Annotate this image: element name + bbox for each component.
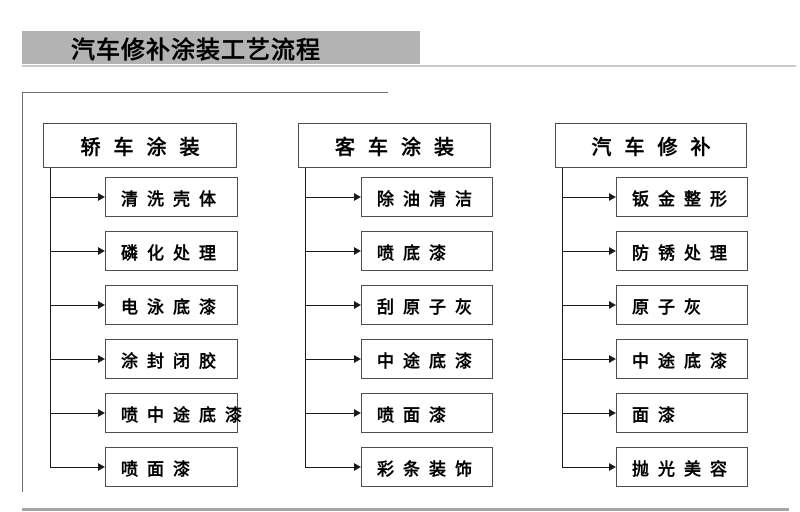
flow-step-box: 磷化处理	[105, 231, 238, 271]
page-title: 汽车修补涂装工艺流程	[71, 36, 321, 64]
arrow-icon	[50, 247, 105, 256]
arrow-icon	[50, 193, 105, 202]
flow-step-box: 喷面漆	[105, 447, 238, 487]
flow-step-box: 涂封闭胶	[105, 339, 238, 379]
flow-step-box: 喷面漆	[361, 393, 493, 433]
flow-step-label: 彩条装饰	[377, 459, 481, 480]
flow-step-label: 钣金整形	[632, 189, 736, 210]
arrow-icon	[562, 193, 616, 202]
flow-step-label: 刮原子灰	[377, 297, 481, 318]
flow-step-box: 彩条装饰	[361, 447, 493, 487]
arrow-icon	[305, 193, 361, 202]
flow-step-box: 中途底漆	[361, 339, 493, 379]
flow-step-box: 抛光美容	[616, 447, 748, 487]
flow-step-box: 原子灰	[616, 285, 748, 325]
arrow-icon	[50, 355, 105, 364]
arrow-icon	[562, 247, 616, 256]
flow-step-label: 中途底漆	[632, 351, 736, 372]
flow-step-box: 清洗壳体	[105, 177, 238, 217]
flow-step-box: 电泳底漆	[105, 285, 238, 325]
column-header-box: 汽车修补	[555, 123, 747, 168]
flow-step-label: 中途底漆	[377, 351, 481, 372]
flow-step-label: 喷底漆	[377, 243, 455, 264]
flow-step-box: 除油清洁	[361, 177, 493, 217]
flow-step-label: 面漆	[632, 405, 684, 426]
flow-step-label: 清洗壳体	[121, 189, 225, 210]
flow-step-box: 刮原子灰	[361, 285, 493, 325]
column-header-box: 客车涂装	[298, 123, 491, 168]
arrow-icon	[50, 409, 105, 418]
arrow-icon	[50, 463, 105, 472]
flow-step-label: 电泳底漆	[121, 297, 225, 318]
trunk-line	[305, 168, 306, 468]
arrow-icon	[562, 463, 616, 472]
arrow-icon	[562, 409, 616, 418]
column-header-label: 汽车修补	[591, 135, 724, 159]
trunk-line	[50, 168, 51, 468]
content-frame-top-border	[22, 92, 388, 93]
flow-step-label: 除油清洁	[377, 189, 481, 210]
flow-step-box: 喷底漆	[361, 231, 493, 271]
flow-step-box: 钣金整形	[616, 177, 748, 217]
bottom-divider	[22, 508, 789, 511]
flow-step-box: 中途底漆	[616, 339, 748, 379]
title-underline	[22, 65, 796, 67]
arrow-icon	[305, 247, 361, 256]
content-frame-left-border	[22, 92, 23, 492]
flow-step-box: 喷中途底漆	[105, 393, 242, 433]
flow-step-box: 面漆	[616, 393, 748, 433]
column-header-label: 客车涂装	[335, 135, 467, 159]
flow-step-label: 防锈处理	[632, 243, 736, 264]
flow-step-label: 抛光美容	[632, 459, 736, 480]
title-bar: 汽车修补涂装工艺流程	[22, 31, 420, 64]
flow-step-label: 涂封闭胶	[121, 351, 225, 372]
arrow-icon	[305, 301, 361, 310]
trunk-line	[562, 168, 563, 468]
arrow-icon	[305, 463, 361, 472]
flow-step-label: 喷面漆	[377, 405, 455, 426]
arrow-icon	[562, 355, 616, 364]
arrow-icon	[305, 355, 361, 364]
arrow-icon	[50, 301, 105, 310]
column-header-label: 轿车涂装	[80, 135, 213, 159]
column-header-box: 轿车涂装	[43, 123, 237, 168]
arrow-icon	[562, 301, 616, 310]
flow-step-label: 磷化处理	[121, 243, 225, 264]
flow-step-label: 原子灰	[632, 297, 710, 318]
arrow-icon	[305, 409, 361, 418]
flow-step-box: 防锈处理	[616, 231, 748, 271]
flow-step-label: 喷中途底漆	[121, 405, 251, 426]
flow-step-label: 喷面漆	[121, 459, 199, 480]
